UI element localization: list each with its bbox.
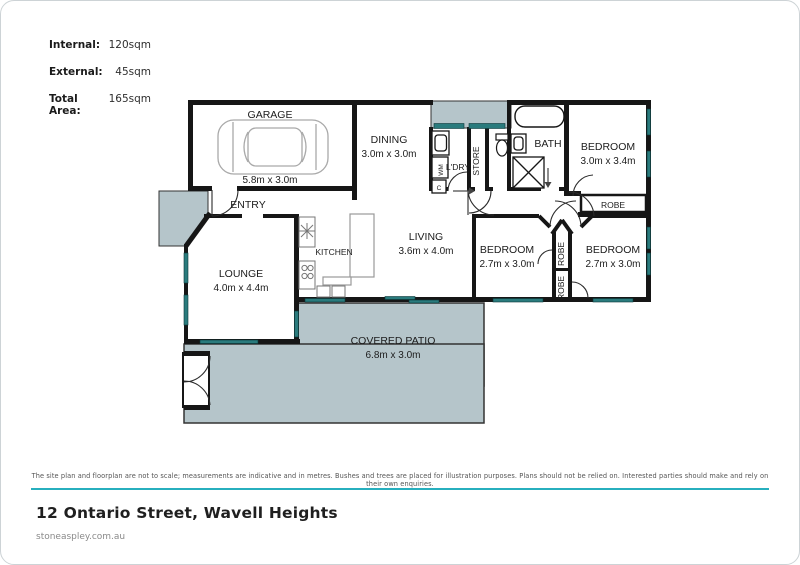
- patio-dims: 6.8m x 3.0m: [365, 350, 420, 361]
- stat-value: 45sqm: [115, 66, 151, 78]
- dining-label: DINING: [371, 134, 408, 146]
- door-swings: [183, 171, 595, 406]
- kitchen-label: KITCHEN: [315, 247, 352, 257]
- cupboard-label: C: [437, 185, 442, 192]
- washing-machine-label: WM: [438, 164, 445, 176]
- stat-label: Internal:: [49, 39, 101, 51]
- garage-label: GARAGE: [248, 109, 293, 121]
- bath-arrow: [544, 168, 552, 188]
- robe1-label: ROBE: [601, 200, 625, 210]
- shower-icon: [512, 156, 545, 189]
- robe3-label: ROBE: [556, 276, 566, 300]
- kitchen-island: [322, 213, 375, 286]
- entry-porch: [158, 190, 209, 247]
- cupboard-icon: [431, 179, 447, 194]
- bedroom1-dims: 3.0m x 3.4m: [580, 156, 635, 167]
- kitchen-bench-icon: [316, 285, 346, 298]
- garage-dims: 5.8m x 3.0m: [242, 175, 297, 186]
- stat-internal: Internal: 120sqm: [49, 39, 151, 51]
- patio-label: COVERED PATIO: [351, 335, 436, 347]
- bathtub-icon: [514, 105, 565, 128]
- windows: [183, 108, 651, 344]
- door-notch: [182, 352, 210, 408]
- area-stats: Internal: 120sqm External: 45sqm Total A…: [49, 39, 151, 132]
- patio-door-arc-2: [183, 380, 211, 406]
- living-dims: 3.6m x 4.0m: [398, 246, 453, 257]
- bedroom2-label: BEDROOM: [480, 244, 534, 256]
- stat-external: External: 45sqm: [49, 66, 151, 78]
- lounge-dims: 4.0m x 4.4m: [213, 283, 268, 294]
- stove-icon: [298, 260, 316, 290]
- bedroom3-dims: 2.7m x 3.0m: [585, 259, 640, 270]
- stat-total-area: Total Area: 165sqm: [49, 93, 151, 117]
- bedroom2-dims: 2.7m x 3.0m: [479, 259, 534, 270]
- property-address: 12 Ontario Street, Wavell Heights: [36, 504, 338, 522]
- outdoor-areas: [158, 100, 512, 424]
- deck-area: [183, 343, 485, 424]
- laundry-tub-icon: [431, 130, 450, 156]
- hall-arrow: [453, 187, 475, 195]
- room-labels: GARAGE 5.8m x 3.0m DINING 3.0m x 3.0m L'…: [213, 109, 640, 361]
- store-label: STORE: [471, 146, 481, 175]
- stat-value: 165sqm: [108, 93, 151, 105]
- bath-sink-icon: [510, 133, 527, 154]
- stat-value: 120sqm: [108, 39, 151, 51]
- washing-machine-icon: [431, 156, 449, 179]
- kitchen-sink-icon: [298, 216, 316, 248]
- entry-label: ENTRY: [230, 199, 265, 211]
- robe2-label: ROBE: [556, 242, 566, 266]
- agency-website: stoneaspley.com.au: [36, 532, 126, 542]
- angled-walls: [183, 211, 213, 248]
- bedroom3-label: BEDROOM: [586, 244, 640, 256]
- lounge-label: LOUNGE: [219, 268, 263, 280]
- stat-label: Total Area:: [49, 93, 81, 117]
- laundry-label: L'DRY: [446, 162, 470, 172]
- bedroom1-label: BEDROOM: [581, 141, 635, 153]
- living-label: LIVING: [409, 231, 443, 243]
- bath-label: BATH: [534, 138, 561, 150]
- stat-label: External:: [49, 66, 103, 78]
- robe-box: [579, 193, 648, 214]
- toilet-icon: [495, 133, 509, 157]
- door-jambs: [184, 214, 594, 410]
- dining-dims: 3.0m x 3.0m: [361, 149, 416, 160]
- car-icon: [217, 119, 329, 175]
- accent-divider: [31, 488, 769, 490]
- disclaimer-text: The site plan and floorplan are not to s…: [31, 472, 769, 488]
